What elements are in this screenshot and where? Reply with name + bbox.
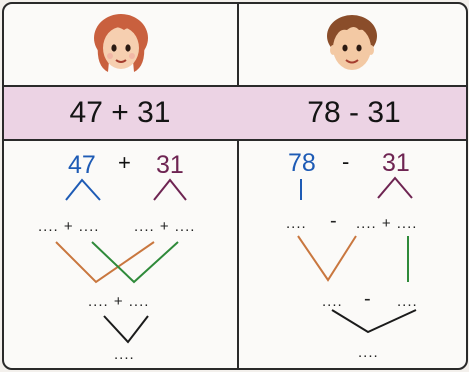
split-47-lines (66, 180, 100, 200)
row1-minus: - (330, 212, 338, 230)
row2-left-slot: .... (322, 293, 343, 311)
row2-minus: - (364, 290, 372, 308)
split-31-lines (154, 180, 186, 200)
row2-right-slot: .... (397, 293, 418, 311)
split-47-slots: .... + .... (38, 218, 99, 236)
difference-lines (332, 310, 416, 332)
subtrahend-31: 31 (382, 149, 410, 177)
right-result-slot: .... (358, 344, 379, 362)
addend-31: 31 (156, 151, 184, 179)
minus-sign: - (342, 148, 349, 176)
minuend-78: 78 (288, 149, 316, 177)
left-result-slot: .... (114, 346, 135, 364)
sum-slots: .... + .... (88, 293, 149, 311)
split-31-right-slots: .... + .... (356, 215, 417, 233)
split-31-slots: .... + .... (134, 218, 195, 236)
sum-lines (104, 316, 148, 342)
plus-sign: + (118, 149, 131, 177)
minuend-slot: .... (286, 215, 307, 233)
decomposition-lines (4, 4, 466, 368)
addend-47: 47 (68, 151, 96, 179)
split-31-right-lines (378, 178, 412, 198)
tens-sub-lines (298, 236, 356, 280)
